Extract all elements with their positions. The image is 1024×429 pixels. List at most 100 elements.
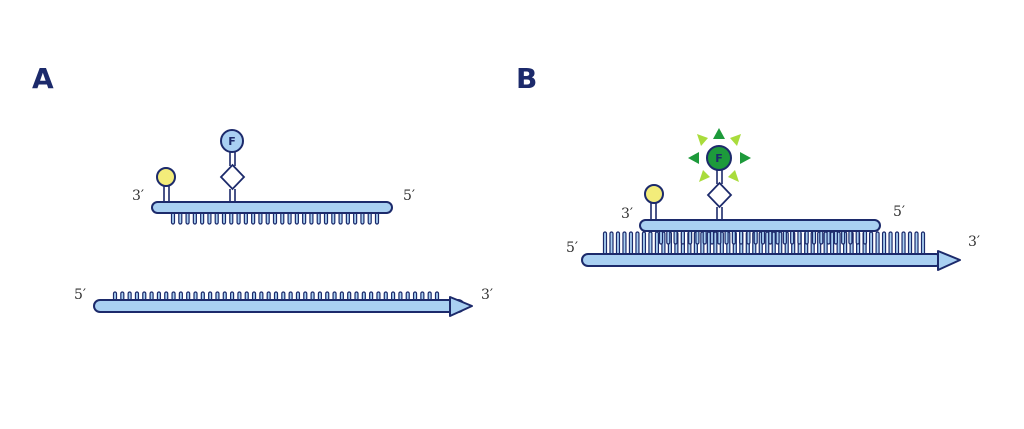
emission-ray-bottom-left [699,170,710,182]
base-rung [826,230,831,245]
base-rung [775,230,780,245]
base-rung [405,291,410,301]
panel-a-fluorophore-label: F [228,135,236,148]
base-rung [347,291,352,301]
base-rung [208,291,213,301]
panel-a-quencher [156,167,176,202]
panel-b-probe-strand: 3′ 5′ [621,204,905,245]
panel-a: A 3′ 5′ F 5′ [32,62,493,317]
panel-b-probe-base-rungs [658,230,868,245]
base-rung [398,291,403,301]
emission-ray-top-right [730,134,741,146]
base-rung [178,291,183,301]
panel-a-letter: A [32,62,54,95]
base-rung [266,291,271,301]
emission-ray-right [740,152,751,164]
base-rung [200,291,205,301]
base-rung [354,291,359,301]
panel-a-linker-diamond [219,163,246,191]
panel-b-quencher-bead [644,184,664,204]
base-rung [156,291,162,301]
panel-b-linker-diamond [706,181,733,209]
panel-b-target-strand: 5′ 3′ [566,231,980,271]
base-rung [303,291,308,301]
base-rung [434,291,440,301]
base-rung [420,291,425,301]
base-rung [325,291,330,301]
panel-a-probe-strand: 3′ 5′ [132,188,415,225]
base-rung [229,291,235,301]
base-rung [753,230,758,245]
emission-ray-top-left [697,134,708,146]
base-rung [244,291,249,301]
panel-a-target-strand: 5′ 3′ [74,287,493,317]
base-rung [295,291,301,301]
base-rung [222,291,227,301]
base-rung [339,291,344,301]
base-rung [666,230,671,245]
base-rung [709,230,715,245]
panel-a-quencher-bead [156,167,176,187]
base-rung [412,291,418,301]
base-rung [273,291,279,301]
base-rung [797,230,802,245]
base-rung [288,291,293,301]
panel-a-fluorophore: F [219,129,246,202]
panel-b: B 5′ 3′ 3′ 5′ [516,62,980,271]
panel-b-fluorophore: F [688,128,751,220]
panel-a-probe-backbone [151,201,393,214]
panel-a-target-backbone [93,299,465,313]
base-rung [112,291,118,301]
base-rung [149,291,154,301]
base-rung [804,230,809,245]
base-rung [673,230,678,245]
base-rung [724,230,729,245]
base-rung [702,230,707,245]
base-rung [237,291,242,301]
panel-b-quencher [644,184,664,220]
base-rung [717,230,722,245]
base-rung [680,230,685,245]
panel-b-letter: B [516,62,537,95]
base-rung [317,291,323,301]
base-rung [376,291,381,301]
base-rung [120,291,125,301]
base-rung [361,291,366,301]
base-rung [142,291,147,301]
base-rung [134,291,140,301]
base-rung [746,230,751,245]
base-rung [127,291,132,301]
base-rung [390,291,396,301]
panel-b-probe-5prime-label: 5′ [893,204,905,220]
base-rung [862,230,868,245]
base-rung [332,291,337,301]
base-rung [688,230,693,245]
emission-ray-left [688,152,699,164]
base-rung [739,230,744,245]
base-rung [310,291,315,301]
base-rung [782,230,787,245]
base-rung [427,291,432,301]
panel-a-target-5prime-label: 5′ [74,287,86,303]
panel-b-target-backbone [581,253,943,267]
panel-b-target-5prime-label: 5′ [566,240,578,256]
base-rung [259,291,264,301]
base-rung [171,291,176,301]
base-rung [760,230,766,245]
panel-a-target-base-rungs [112,291,440,301]
base-rung [369,291,374,301]
base-rung [193,291,198,301]
panel-a-target-3prime-label: 3′ [481,287,493,303]
base-rung [848,230,853,245]
base-rung [811,230,817,245]
panel-b-probe-3prime-label: 3′ [621,206,633,222]
base-rung [281,291,286,301]
base-rung [658,230,664,245]
base-rung [768,230,773,245]
base-rung [790,230,795,245]
panel-b-target-arrowhead [937,250,961,271]
base-rung [383,291,388,301]
base-rung [855,230,860,245]
